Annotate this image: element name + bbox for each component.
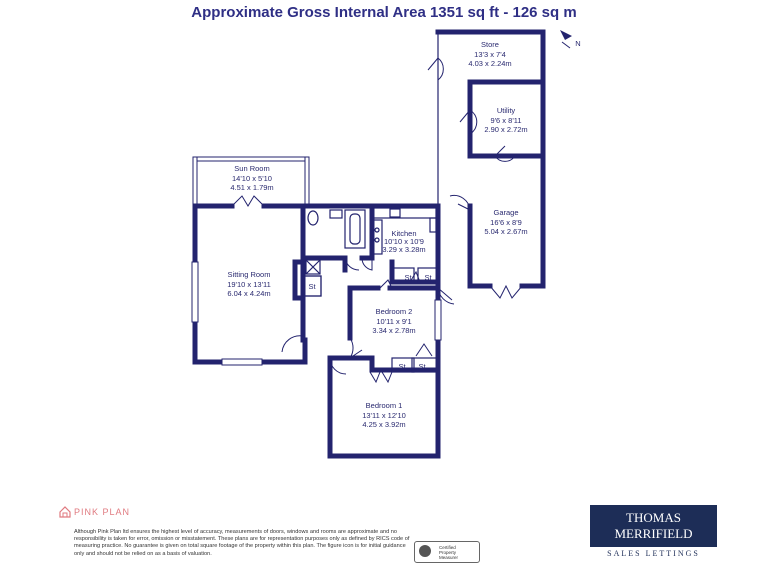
- rics-line-3: Measurer: [439, 555, 459, 560]
- storage-label-5: St: [418, 362, 426, 371]
- utility-imperial: 9'6 x 8'11: [490, 116, 521, 125]
- bedroom2-imperial: 10'11 x 9'1: [376, 317, 411, 326]
- garage-room: [449, 153, 546, 299]
- rics-line-1: Certified: [439, 545, 456, 550]
- utility-metric: 2.90 x 2.72m: [484, 125, 527, 134]
- storage-label-4: St: [398, 362, 406, 371]
- rics-line-2: Property: [439, 550, 457, 555]
- agent-logo-line-1: THOMAS: [626, 510, 681, 525]
- sitting-metric: 6.04 x 4.24m: [227, 289, 270, 298]
- storage-label-2: St: [404, 273, 412, 282]
- kitchen-metric: 3.29 x 3.28m: [382, 245, 425, 254]
- store-imperial: 13'3 x 7'4: [474, 50, 506, 59]
- storage-cupboards: [302, 267, 439, 373]
- compass-icon: [560, 30, 572, 49]
- storage-label-1: St: [308, 282, 316, 291]
- compass-north-label: N: [575, 39, 580, 48]
- main-doors: [281, 257, 455, 384]
- rics-badge: Certified Property Measurer: [414, 541, 480, 563]
- kitchen-fixtures: [371, 207, 437, 255]
- pinkplan-logo-icon: [59, 506, 71, 518]
- sitting-imperial: 19'10 x 13'11: [227, 280, 271, 289]
- garage-label: Garage: [493, 208, 518, 217]
- store-label: Store: [481, 40, 499, 49]
- garage-metric: 5.04 x 2.67m: [484, 227, 527, 236]
- kitchen-label: Kitchen: [391, 229, 416, 238]
- agent-logo-line-2: MERRIFIELD: [614, 526, 693, 541]
- rics-logo-icon: [419, 545, 431, 557]
- bedroom1-imperial: 13'11 x 12'10: [362, 411, 406, 420]
- bedroom1-label: Bedroom 1: [366, 401, 403, 410]
- sitting-label: Sitting Room: [228, 270, 271, 279]
- utility-label: Utility: [497, 106, 516, 115]
- sunroom-metric: 4.51 x 1.79m: [230, 183, 273, 192]
- storage-label-3: St: [424, 273, 432, 282]
- bathroom-fixtures: [305, 209, 366, 275]
- pinkplan-brand: PINK PLAN: [74, 507, 131, 517]
- store-metric: 4.03 x 2.24m: [468, 59, 511, 68]
- garage-imperial: 16'6 x 8'9: [490, 218, 522, 227]
- sunroom-label: Sun Room: [234, 164, 269, 173]
- bedroom2-label: Bedroom 2: [376, 307, 413, 316]
- agent-tagline: SALES LETTINGS: [607, 549, 700, 558]
- bedroom2-metric: 3.34 x 2.78m: [372, 326, 415, 335]
- disclaimer-text: Although Pink Plan ltd ensures the highe…: [74, 529, 410, 557]
- agent-logo: THOMAS MERRIFIELD: [590, 505, 717, 547]
- sunroom-imperial: 14'10 x 5'10: [232, 174, 272, 183]
- floor-plan: N Store 13'3 x 7'4 4.03 x 2.24m Utility …: [191, 29, 581, 459]
- kitchen-imperial: 10'10 x 10'9: [384, 237, 424, 246]
- bedroom1-metric: 4.25 x 3.92m: [362, 420, 405, 429]
- floorplan-title: Approximate Gross Internal Area 1351 sq …: [191, 4, 577, 21]
